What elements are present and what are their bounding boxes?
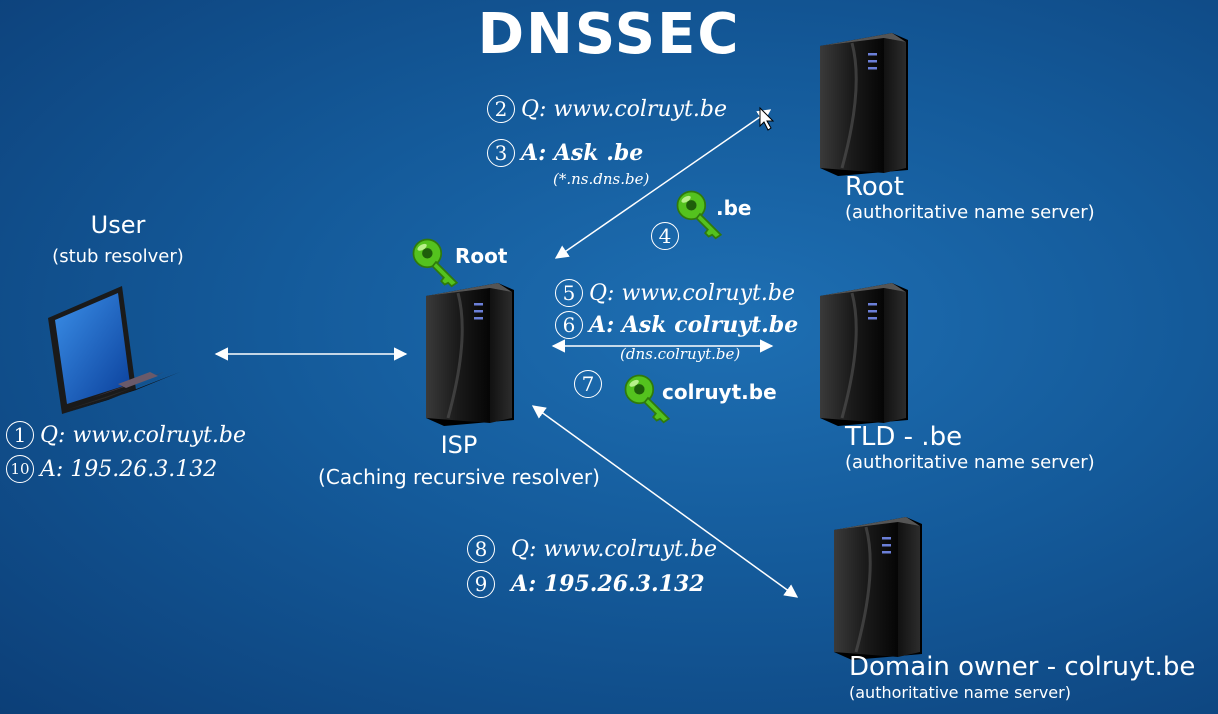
isp-server-icon	[424, 281, 516, 428]
user-node: User (stub resolver)	[28, 212, 208, 270]
step-number: 2	[487, 95, 515, 123]
step-9: 9 A: 195.26.3.132	[467, 570, 705, 598]
step-10: 10 A: 195.26.3.132	[6, 455, 217, 483]
root-node: Root (authoritative name server)	[845, 174, 1095, 223]
step-number: 5	[555, 279, 583, 307]
user-label: User	[90, 211, 146, 239]
root-key-icon	[412, 238, 458, 288]
step-number: 4	[651, 222, 679, 250]
tld-server-icon	[818, 281, 910, 428]
step-text: A: Ask .be	[521, 140, 644, 166]
colruyt-key-label: colruyt.be	[662, 380, 777, 404]
step-number: 6	[555, 311, 583, 339]
step-5: 5 Q: www.colruyt.be	[555, 279, 795, 307]
user-sublabel: (stub resolver)	[52, 246, 184, 267]
laptop-icon	[48, 286, 180, 414]
step-text: A: 195.26.3.132	[511, 571, 705, 597]
root-sublabel: (authoritative name server)	[845, 202, 1095, 223]
step-number: 7	[574, 370, 602, 398]
step-6: 6 A: Ask colruyt.be	[555, 311, 798, 339]
step-number: 8	[467, 535, 495, 563]
step-4: 4	[651, 222, 685, 250]
step-7: 7	[574, 370, 608, 398]
arrow-isp-owner	[531, 405, 799, 598]
step-text: Q: www.colruyt.be	[511, 536, 717, 562]
step-text: A: 195.26.3.132	[40, 456, 218, 482]
page-title: DNSSEC	[477, 2, 741, 67]
step-text: Q: www.colruyt.be	[521, 96, 727, 122]
step-text: Q: www.colruyt.be	[40, 422, 246, 448]
step-number: 10	[6, 455, 34, 483]
isp-label: ISP	[440, 431, 478, 459]
step-number: 9	[467, 570, 495, 598]
step-text: A: Ask colruyt.be	[589, 312, 799, 338]
tld-node: TLD - .be (authoritative name server)	[845, 424, 1095, 473]
mouse-cursor-icon	[759, 106, 775, 131]
owner-label: Domain owner - colruyt.be	[849, 652, 1196, 682]
owner-server-icon	[832, 515, 924, 662]
arrow-isp-root	[554, 109, 772, 259]
step-8: 8 Q: www.colruyt.be	[467, 535, 717, 563]
tld-label: TLD - .be	[845, 422, 963, 452]
owner-sublabel: (authoritative name server)	[849, 683, 1071, 702]
step-number: 3	[487, 139, 515, 167]
isp-node: ISP (Caching recursive resolver)	[300, 432, 618, 490]
root-key-label: Root	[455, 244, 508, 268]
step-6-note: (dns.colruyt.be)	[620, 345, 741, 363]
root-label: Root	[845, 172, 904, 202]
tld-sublabel: (authoritative name server)	[845, 452, 1095, 473]
step-2: 2 Q: www.colruyt.be	[487, 95, 727, 123]
step-text: Q: www.colruyt.be	[589, 280, 795, 306]
step-number: 1	[6, 421, 34, 449]
step-3-note: (*.ns.dns.be)	[553, 170, 650, 188]
step-3: 3 A: Ask .be	[487, 139, 643, 167]
owner-node: Domain owner - colruyt.be (authoritative…	[849, 654, 1195, 702]
step-1: 1 Q: www.colruyt.be	[6, 421, 246, 449]
isp-sublabel: (Caching recursive resolver)	[318, 465, 600, 489]
be-key-label: .be	[716, 196, 752, 220]
